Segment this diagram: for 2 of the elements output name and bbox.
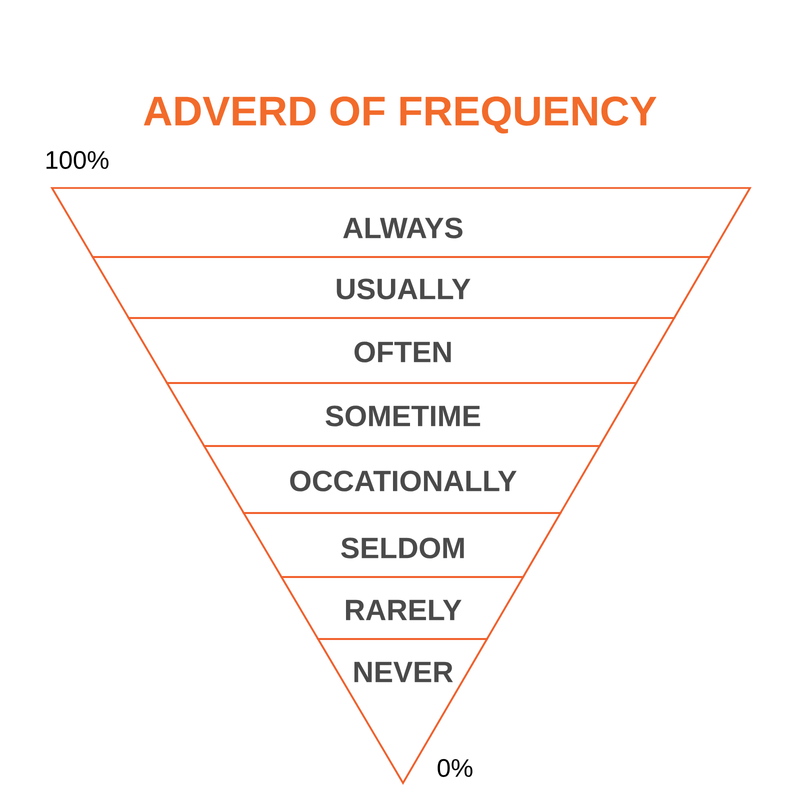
percent-label: 0% [438,759,472,777]
title: ADVERD OF FREQUENCY [144,96,656,134]
